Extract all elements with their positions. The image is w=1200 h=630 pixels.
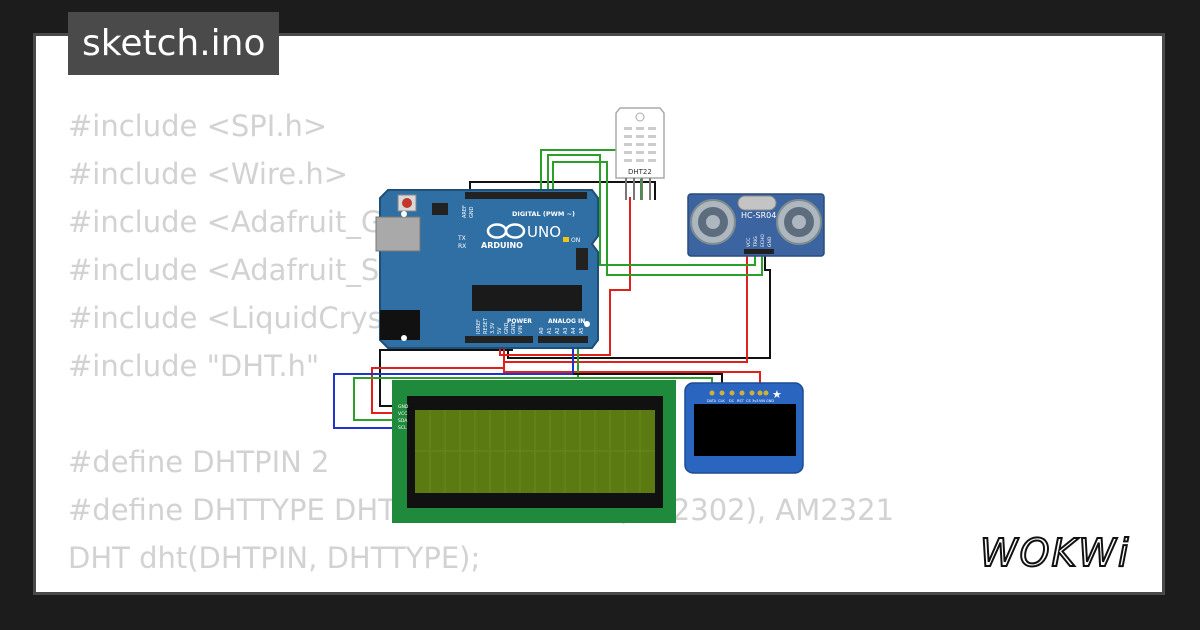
power-pin-label: GND (504, 322, 510, 334)
arduino-logo-icon (486, 223, 526, 239)
rx-label: RX (458, 243, 466, 250)
dht22-label: DHT22 (628, 168, 652, 176)
oled-pin-label: 3v3 (752, 399, 759, 403)
analog-pin-label: A4 (571, 327, 577, 334)
code-line: #include "DHT.h" (68, 349, 320, 383)
usb-port (375, 216, 421, 252)
lcd-display[interactable]: GND VCC SDA SCL (392, 380, 676, 523)
ultrasonic-transducer-icon (690, 199, 736, 245)
code-line: #define SCREEN_WIDTH 128 // pixels (68, 582, 894, 592)
lcd-pin-label: SCL (398, 425, 407, 431)
lcd-pin-label: SDA (398, 418, 408, 424)
hc-sr04-pin-label: GND (767, 236, 773, 247)
star-icon: ★ (772, 388, 782, 401)
analog-pin-label: A1 (547, 327, 553, 334)
aref-label: AREF (462, 205, 468, 218)
brand-label: ARDUINO (481, 241, 523, 250)
power-pin-label: RESET (483, 317, 489, 334)
oled-pin-label: RST (737, 399, 745, 403)
oled-pin-label: GND (766, 399, 774, 403)
analog-header (538, 336, 588, 343)
gnd-label: GND (469, 206, 475, 218)
digital-label: DIGITAL (PWM ~) (512, 210, 575, 218)
oled-pin-holes (709, 390, 769, 396)
wire-green (547, 154, 756, 266)
digital-header (465, 192, 587, 199)
oled-pin-label: DATA (707, 399, 717, 403)
wokwi-logo: WOKWi (979, 530, 1131, 576)
wire-blue (333, 340, 574, 429)
power-label: POWER (507, 318, 532, 325)
power-pin-label: VIN (518, 325, 524, 334)
code-line: #include <SPI.h> (68, 109, 328, 143)
oled-pin-label: CS (746, 399, 751, 403)
oled-pin-label: DC (729, 399, 735, 403)
oled-display[interactable]: DATA CLK DC RST CS 3v3 VIN GND ★ (684, 382, 804, 474)
power-pin-label: IOREF (476, 319, 482, 334)
hc-sr04-label: HC-SR04 (741, 211, 776, 220)
wire-red (371, 340, 505, 414)
oled-pin-label: VIN (759, 399, 765, 403)
tx-label: TX (457, 235, 466, 242)
lcd-pin-label: VCC (398, 411, 407, 417)
ultrasonic-transducer-icon (776, 199, 822, 245)
icsp-header (576, 248, 588, 270)
wokwi-logo-text: WOKWi (980, 531, 1131, 575)
code-line: #include <Wire.h> (68, 157, 349, 191)
wire-green (353, 340, 579, 421)
analog-label: ANALOG IN (548, 318, 585, 325)
code-line: DHT dht(DHTPIN, DHTTYPE); (68, 541, 481, 575)
oled-pin-label: CLK (718, 399, 725, 403)
dht22-grille (624, 127, 656, 162)
power-pin-label: 5V (497, 327, 503, 334)
analog-pin-label: A3 (563, 327, 569, 334)
power-pin-label: 3.3V (490, 322, 496, 334)
lcd-character-grid (415, 410, 655, 493)
on-label: ON (571, 237, 580, 244)
power-header (465, 336, 533, 343)
analog-pin-label: A2 (555, 327, 561, 334)
oled-screen (694, 404, 796, 456)
power-jack (380, 310, 420, 340)
hc-sr04-pin-label: ECHO (760, 234, 766, 247)
power-pin-label: GND (511, 322, 517, 334)
file-tab[interactable]: sketch.ino (68, 12, 280, 75)
dht22-sensor[interactable]: DHT22 (615, 107, 665, 200)
arduino-uno-board[interactable]: DIGITAL (PWM ~) UNO ARDUINO ON TX RX POW… (375, 189, 599, 349)
hc-sr04-pin-label: VCC (746, 238, 752, 247)
hc-sr04-sensor[interactable]: HC-SR04 VCC TRIG ECHO GND (687, 193, 825, 257)
code-line: #define DHTPIN 2 (68, 445, 330, 479)
analog-pin-label: A5 (579, 327, 585, 334)
board-name: UNO (527, 223, 561, 241)
hc-sr04-pin-label: TRIG (753, 236, 759, 248)
lcd-pin-label: GND (398, 404, 409, 410)
microcontroller-chip (472, 285, 582, 311)
wire-green (552, 161, 763, 276)
analog-pin-label: A0 (539, 327, 545, 334)
